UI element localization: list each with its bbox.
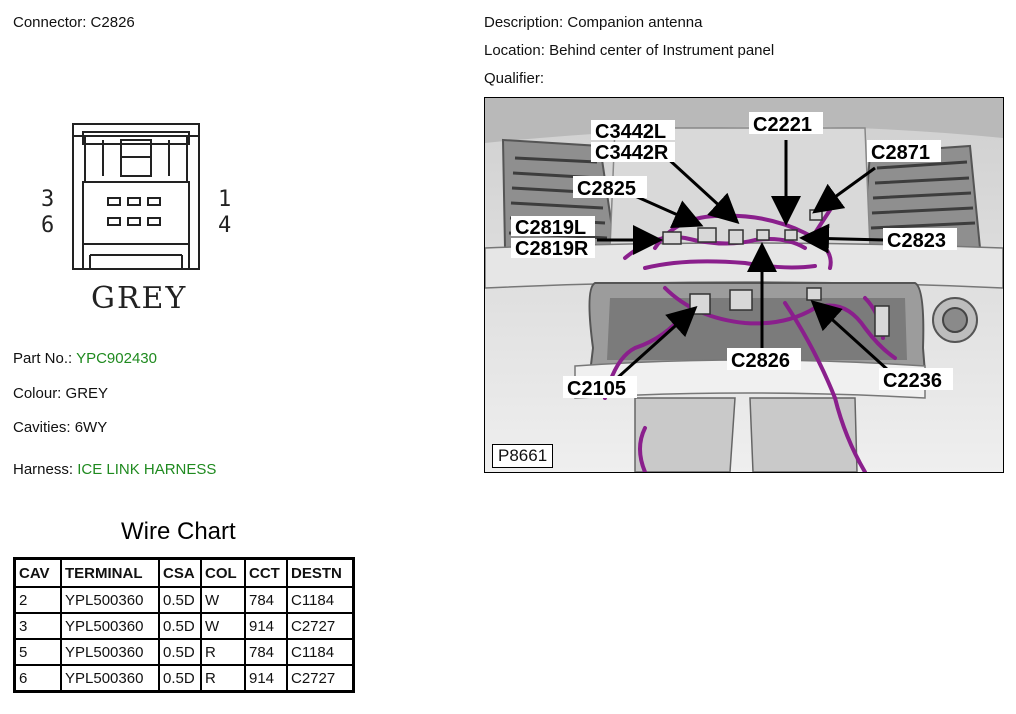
svg-text:C2819R: C2819R <box>515 238 589 260</box>
cell-csa: 0.5D <box>158 638 202 666</box>
cell-csa: 0.5D <box>158 612 202 640</box>
part-number-link[interactable]: YPC902430 <box>76 350 157 367</box>
cavities: Cavities: 6WY <box>13 419 108 436</box>
cell-cct: 784 <box>244 586 288 614</box>
cell-cav: 6 <box>13 664 62 693</box>
table-row: 3 YPL500360 0.5D W 914 C2727 <box>13 612 355 640</box>
pin-row-bottom <box>107 217 161 226</box>
colour: Colour: GREY <box>13 385 109 402</box>
header-cct: CCT <box>244 557 288 588</box>
callout-c2819l: C2819L <box>511 216 595 239</box>
header-csa: CSA <box>158 557 202 588</box>
cell-cav: 5 <box>13 638 62 666</box>
callout-c2825: C2825 <box>573 176 647 200</box>
callout-c2823: C2823 <box>883 228 957 252</box>
cell-cct: 914 <box>244 664 288 693</box>
callout-c2105: C2105 <box>563 376 637 400</box>
svg-text:C3442L: C3442L <box>595 121 666 143</box>
svg-text:C2871: C2871 <box>871 142 930 164</box>
callout-arrows <box>597 140 890 382</box>
part-number: Part No.: YPC902430 <box>13 350 157 367</box>
harness: Harness: ICE LINK HARNESS <box>13 461 217 478</box>
cell-col: W <box>200 612 246 640</box>
cell-destn: C1184 <box>286 638 355 666</box>
dashboard-illustration: C3442L C3442R C2221 C2871 C2825 C2819L C… <box>485 98 1003 472</box>
cell-destn: C2727 <box>286 664 355 693</box>
pin-label-4: 4 <box>218 213 231 238</box>
cell-cct: 784 <box>244 638 288 666</box>
svg-text:C2221: C2221 <box>753 114 812 136</box>
connector-id: C2826 <box>90 14 135 31</box>
wire-chart-title: Wire Chart <box>121 518 236 545</box>
wire-chart-table: CAV TERMINAL CSA COL CCT DESTN 2 YPL5003… <box>13 557 355 693</box>
svg-text:C2823: C2823 <box>887 230 946 252</box>
cell-csa: 0.5D <box>158 586 202 614</box>
photo-reference-id: P8661 <box>492 444 554 468</box>
connector-label: Connector: <box>13 14 87 31</box>
table-row: 5 YPL500360 0.5D R 784 C1184 <box>13 638 355 666</box>
colour-value: GREY <box>65 385 109 402</box>
header-terminal: TERMINAL <box>60 557 160 588</box>
connector-colour-label: GREY <box>91 281 187 316</box>
callout-c2871: C2871 <box>867 140 941 164</box>
callout-c2221: C2221 <box>749 112 823 136</box>
table-row: 2 YPL500360 0.5D W 784 C1184 <box>13 586 355 614</box>
cell-terminal: YPL500360 <box>60 612 160 640</box>
connector-face-diagram: 3 6 1 4 GREY <box>41 123 231 316</box>
cell-csa: 0.5D <box>158 664 202 693</box>
cell-cav: 3 <box>13 612 62 640</box>
cell-cav: 2 <box>13 586 62 614</box>
header-cav: CAV <box>13 557 62 588</box>
cell-cct: 914 <box>244 612 288 640</box>
svg-text:C2825: C2825 <box>577 178 636 200</box>
qualifier: Qualifier: <box>484 70 545 87</box>
location-photo: C3442L C3442R C2221 C2871 C2825 C2819L C… <box>484 97 1004 473</box>
cavities-value: 6WY <box>74 419 108 436</box>
callout-c3442l: C3442L <box>591 120 675 143</box>
cell-col: W <box>200 586 246 614</box>
callout-c2819r: C2819R <box>511 238 595 260</box>
cell-col: R <box>200 638 246 666</box>
svg-text:C3442R: C3442R <box>595 142 669 164</box>
callout-c2826: C2826 <box>727 348 801 372</box>
pin-label-1: 1 <box>218 187 231 212</box>
connector-heading: Connector: C2826 <box>13 14 135 32</box>
cell-terminal: YPL500360 <box>60 638 160 666</box>
cell-col: R <box>200 664 246 693</box>
table-row: 6 YPL500360 0.5D R 914 C2727 <box>13 664 355 693</box>
location-value: Behind center of Instrument panel <box>549 42 775 59</box>
pin-row-top <box>107 197 161 206</box>
cell-terminal: YPL500360 <box>60 664 160 693</box>
pin-label-6: 6 <box>41 213 54 238</box>
header-col: COL <box>200 557 246 588</box>
description: Description: Companion antenna <box>484 14 703 31</box>
location: Location: Behind center of Instrument pa… <box>484 42 775 59</box>
cell-destn: C1184 <box>286 586 355 614</box>
svg-text:C2105: C2105 <box>567 378 626 400</box>
pin-label-3: 3 <box>41 187 54 212</box>
svg-text:C2236: C2236 <box>883 370 942 392</box>
harness-link[interactable]: ICE LINK HARNESS <box>77 461 217 478</box>
header-destn: DESTN <box>286 557 355 588</box>
callout-c2236: C2236 <box>879 368 953 392</box>
connector-blocks <box>662 209 890 337</box>
cell-destn: C2727 <box>286 612 355 640</box>
svg-text:C2826: C2826 <box>731 350 790 372</box>
svg-text:C2819L: C2819L <box>515 217 586 239</box>
description-value: Companion antenna <box>567 14 703 31</box>
table-header-row: CAV TERMINAL CSA COL CCT DESTN <box>13 557 355 588</box>
callout-c3442r: C3442R <box>591 142 675 164</box>
cell-terminal: YPL500360 <box>60 586 160 614</box>
round-knob <box>932 297 978 343</box>
